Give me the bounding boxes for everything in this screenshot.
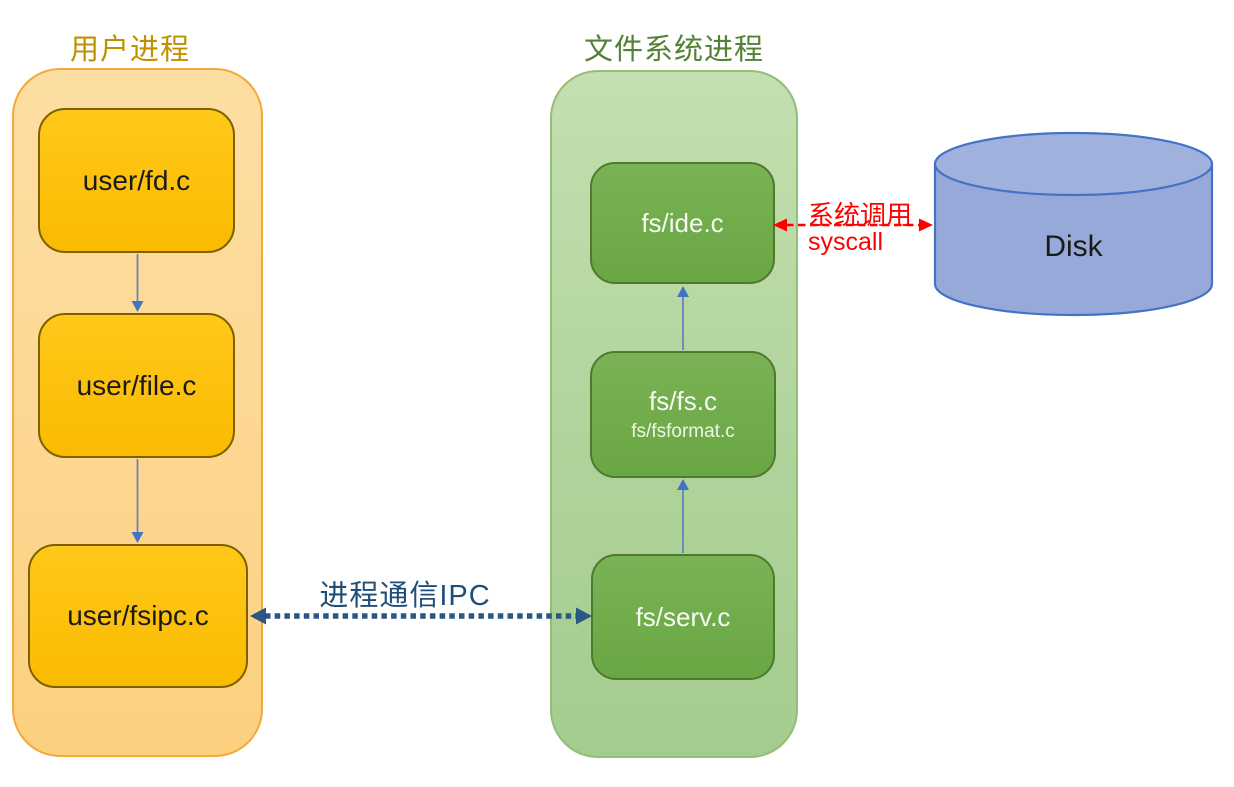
box-fs-serv-label: fs/serv.c (635, 601, 731, 632)
box-user-fd-label: user/fd.c (82, 164, 191, 196)
box-fs-ide: fs/ide.c (590, 162, 775, 284)
box-user-fd: user/fd.c (38, 108, 235, 253)
box-user-file-label: user/file.c (76, 369, 197, 401)
user-process-title: 用户进程 (69, 34, 190, 66)
syscall-label-en: syscall (808, 228, 884, 256)
box-user-fsipc: user/fsipc.c (28, 544, 248, 688)
box-fs-fs-label: fs/fs.c (649, 386, 717, 416)
disk-label: Disk (1044, 230, 1103, 263)
box-fs-ide-label: fs/ide.c (641, 207, 724, 238)
box-fs-fs: fs/fs.c fs/fsformat.c (590, 351, 776, 478)
box-user-fsipc-label: user/fsipc.c (67, 600, 209, 631)
disk-cylinder (933, 131, 1214, 317)
fs-process-title: 文件系统进程 (583, 34, 764, 66)
syscall-label-cn: 系统调用 (808, 200, 913, 230)
box-fs-serv: fs/serv.c (591, 554, 775, 680)
box-user-file: user/file.c (38, 313, 235, 458)
ipc-label: 进程通信IPC (319, 580, 491, 612)
disk-cylinder-top (933, 131, 1214, 197)
box-fs-fs-sublabel: fs/fsformat.c (631, 421, 735, 442)
